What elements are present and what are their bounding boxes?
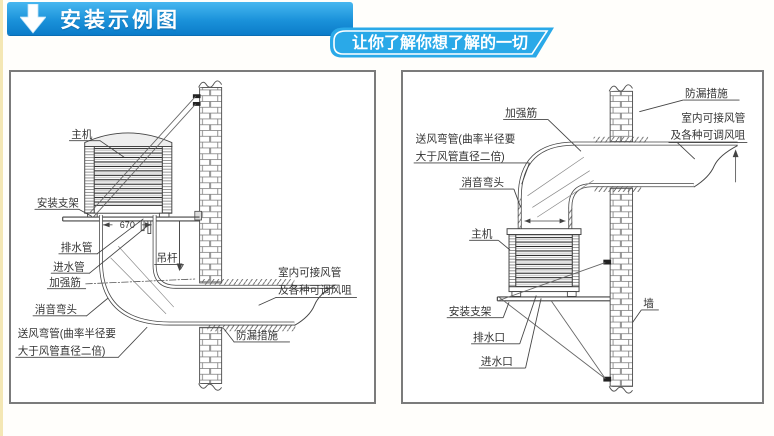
label-indoor-duct-2: 及各种可调风咀: [671, 129, 746, 142]
label-drain-pipe: 排水管: [61, 241, 93, 254]
elbow-duct: [517, 141, 738, 229]
label-mounting-bracket: 安装支架: [449, 305, 492, 318]
cooler-unit: [84, 132, 173, 218]
cooler-unit: [506, 228, 582, 297]
left-labels: 主机 安装支架 排水管 进水管 加强筋 消音弯头 吊杆 送风弯管(曲率半径要 大…: [15, 128, 358, 358]
header-ribbon: 让你了解你想了解的一切: [330, 27, 554, 58]
elbow-stiffeners: [527, 156, 594, 218]
wall-anchor-bolts: [192, 94, 202, 221]
label-supply-bend-2: 大于风管直径二倍): [18, 344, 106, 357]
left-diagram: 670 主机 安装支架 排水管 进水管 加强筋: [15, 80, 358, 391]
support-tie-rods: [89, 95, 197, 218]
label-stiffener: 加强筋: [49, 276, 81, 289]
label-water-inlet: 进水口: [481, 356, 513, 368]
label-mounting-bracket: 安装支架: [37, 196, 80, 209]
pipe-stubs: [140, 220, 152, 234]
mounting-bracket-shelf: [496, 296, 611, 302]
label-supply-bend-1: 送风弯管(曲率半径要: [416, 133, 516, 146]
label-silencer-elbow: 消音弯头: [461, 176, 504, 189]
label-inlet-pipe: 进水管: [53, 260, 85, 273]
brick-wall: [608, 84, 634, 394]
ribbon-text: 让你了解你想了解的一切: [352, 33, 528, 52]
page-title: 安装示例图: [60, 8, 180, 32]
wall-anchor-bolts: [603, 259, 612, 382]
down-arrow-icon: [20, 3, 46, 34]
elbow-stiffeners: [110, 245, 174, 315]
label-main-unit: 主机: [71, 128, 92, 141]
label-leak-proofing: 防漏措施: [236, 329, 279, 342]
duct-height-mark: [732, 149, 739, 183]
leak-proof-hatching: [593, 136, 649, 192]
label-main-unit: 主机: [471, 227, 493, 240]
label-indoor-duct-2: 及各种可调风咀: [278, 283, 352, 296]
right-labels: 加强筋 送风弯管(曲率半径要 大于风管直径二倍) 消音弯头 主机 安装支架 排水…: [413, 87, 748, 369]
label-supply-bend-2: 大于风管直径二倍): [416, 150, 505, 163]
support-braces: [499, 262, 606, 379]
right-diagram-panel: 加强筋 送风弯管(曲率半径要 大于风管直径二倍) 消音弯头 主机 安装支架 排水…: [401, 70, 764, 404]
header-banner: 安装示例图: [7, 2, 353, 35]
left-diagram-panel: 670 主机 安装支架 排水管 进水管 加强筋: [9, 70, 376, 404]
label-hanger-rod: 吊杆: [157, 252, 178, 265]
label-indoor-duct-1: 室内可接风管: [681, 111, 745, 124]
hanger-rod: [176, 220, 183, 272]
label-supply-bend-1: 送风弯管(曲率半径要: [18, 327, 116, 340]
mounting-bracket-shelf: [62, 216, 200, 222]
label-silencer-elbow: 消音弯头: [35, 303, 77, 316]
leak-proof-hatching: [202, 279, 296, 332]
label-stiffener: 加强筋: [505, 107, 537, 120]
label-leak-proofing: 防漏措施: [685, 87, 728, 100]
label-drain-outlet: 排水口: [473, 331, 505, 344]
page-left-accent-strip: [0, 0, 3, 436]
dimension-value: 670: [120, 220, 135, 230]
right-diagram: 加强筋 送风弯管(曲率半径要 大于风管直径二倍) 消音弯头 主机 安装支架 排水…: [413, 84, 748, 394]
label-wall: 墙: [643, 297, 654, 310]
elbow-duct: [99, 215, 336, 326]
duct-dimension: [524, 218, 566, 224]
brick-wall: [198, 80, 223, 391]
label-indoor-duct-1: 室内可接风管: [278, 266, 341, 279]
